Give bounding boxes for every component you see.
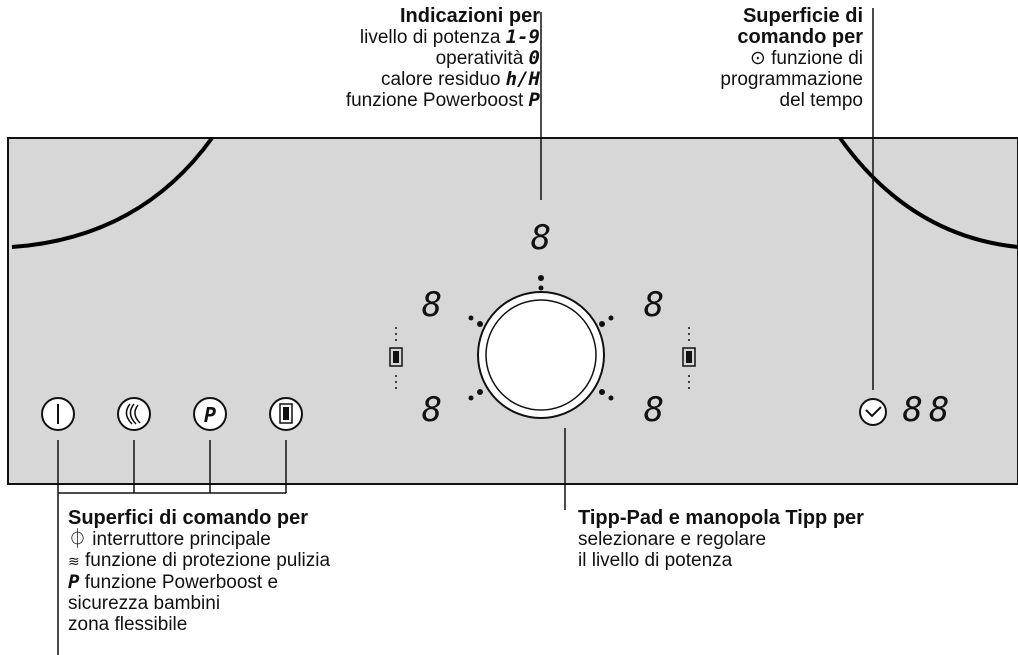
timer-icon: ⊙ — [749, 48, 766, 69]
powerboost-symbol: P — [204, 403, 216, 427]
cooking-zone-arc-right — [838, 136, 1018, 249]
symbol-powerboost: P — [528, 89, 540, 111]
symbol-residual-heat: h/H — [505, 68, 540, 90]
flex-indicator-left — [389, 327, 403, 389]
wipe-protection-button[interactable] — [117, 397, 151, 431]
callout-control-surfaces: Superfici di comando per ⏀ interruttore … — [68, 507, 408, 636]
zone-display-right-bottom: 8 — [644, 390, 664, 430]
timer-button[interactable] — [859, 398, 887, 426]
flex-zone-button[interactable] — [269, 397, 303, 431]
zone-display-left-top: 8 — [422, 285, 442, 325]
callout-tipp-pad: Tipp-Pad e manopola Tipp per selezionare… — [578, 507, 898, 572]
callout-timer-title-1: Superficie di — [742, 5, 863, 27]
callout-line-residual-heat: calore residuo h/H — [381, 68, 540, 91]
callout-timer-title-2: comando per — [737, 26, 863, 48]
flex-zone-icon — [279, 403, 293, 424]
tipp-knob[interactable] — [477, 291, 605, 419]
symbol-power-range: 1-9 — [505, 26, 540, 48]
callout-indications-title: Indicazioni per — [399, 5, 540, 27]
callout-tipp-pad-title: Tipp-Pad e manopola Tipp per — [578, 507, 864, 529]
callout-line-power-level: livello di potenza 1-9 — [359, 26, 540, 49]
power-icon: ⏀ — [68, 529, 88, 550]
callout-timer: Superficie di comando per ⊙ funzione di … — [640, 5, 863, 112]
cooking-zone-arc-left — [11, 136, 214, 249]
powerboost-button[interactable]: P — [193, 397, 227, 431]
symbol-zero: 0 — [528, 47, 540, 69]
hand-wipe-icon: ≋ — [68, 553, 80, 569]
zone-display-right-top: 8 — [644, 285, 664, 325]
callout-line-operation: operatività 0 — [435, 47, 540, 70]
knob-indicator-dots — [468, 275, 614, 401]
callout-control-surfaces-title: Superfici di comando per — [68, 507, 309, 529]
zone-display-top: 8 — [531, 218, 551, 258]
callout-line-powerboost: funzione Powerboost P — [345, 89, 540, 112]
powerboost-symbol: P — [68, 571, 80, 593]
flex-indicator-right — [682, 327, 696, 389]
main-switch-button[interactable] — [41, 397, 75, 431]
zone-display-left-bottom: 8 — [422, 390, 442, 430]
hand-wipe-icon — [125, 403, 141, 425]
callout-indications: Indicazioni per livello di potenza 1-9 o… — [240, 5, 540, 112]
timer-icon — [865, 406, 882, 418]
timer-display: 88 — [903, 390, 956, 430]
